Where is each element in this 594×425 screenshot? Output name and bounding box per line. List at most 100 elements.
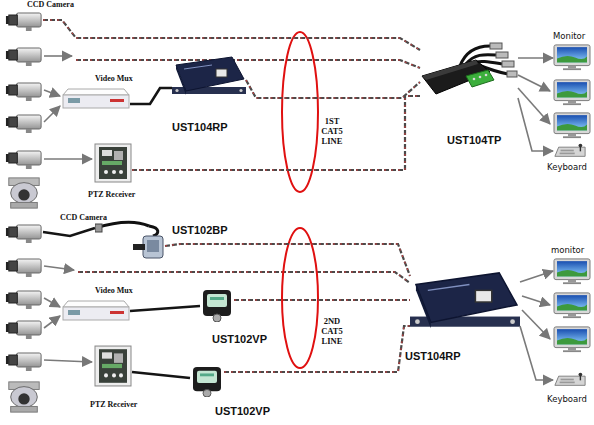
device-icon: [420, 42, 518, 102]
ccd-camera: [6, 115, 41, 133]
device-label: UST102BP: [172, 224, 228, 236]
device-label: PTZ Receiver: [88, 190, 135, 199]
signal-arrow: [44, 298, 60, 307]
signal-arrow: [44, 90, 60, 96]
connector-group: [130, 306, 200, 311]
device-label: UST104TP: [447, 134, 501, 146]
ccd-camera: [6, 83, 41, 101]
cat5-line: [224, 326, 410, 372]
signal-arrow: [44, 55, 72, 57]
monitor: Monitor: [553, 44, 591, 71]
device-icon: [62, 88, 130, 110]
video-balun: UST102VP: [200, 288, 234, 322]
monitor: monitor: [553, 258, 591, 285]
connector-group: [165, 244, 410, 276]
signal-arrow: [44, 106, 60, 122]
device-icon: [553, 143, 587, 158]
connector-group: [130, 88, 172, 104]
device-icon: [553, 44, 591, 71]
device-label: Monitor: [553, 31, 585, 41]
signal-arrow: [522, 296, 550, 305]
twisted-pair-red: [224, 326, 410, 372]
video-mux: Video Mux: [62, 88, 130, 110]
device-label: Keyboard: [547, 394, 587, 404]
device-icon: [94, 345, 132, 387]
device-icon: [200, 288, 234, 322]
device-label: Video Mux: [95, 74, 133, 83]
device-label: CCD Camera: [27, 0, 74, 9]
signal-arrow: [44, 158, 92, 160]
device-icon: [5, 10, 43, 32]
device-illustration: [410, 273, 520, 328]
device-icon: [190, 365, 224, 397]
device-label: UST102VP: [212, 333, 267, 345]
ptz-receiver: PTZ Receiver: [94, 143, 132, 183]
signal-arrow: [44, 316, 60, 328]
utp-transceiver: UST104TP: [420, 42, 518, 102]
device-label: PTZ Receiver: [90, 400, 137, 409]
utp-receiver: UST104RP: [172, 55, 246, 99]
device-illustration: [203, 290, 231, 322]
device-illustration: [6, 13, 41, 31]
twisted-pair-red: [165, 244, 410, 276]
connector-group: [518, 58, 553, 59]
balun: UST102BP: [95, 218, 165, 260]
device-illustration: [95, 222, 163, 258]
utp-receiver: UST104RP: [410, 270, 520, 334]
connector-group: [520, 271, 553, 282]
device-label: UST104RP: [405, 350, 461, 362]
device-illustration: [95, 346, 131, 386]
connector-group: [132, 96, 420, 170]
keyboard: Keyboard: [553, 372, 587, 387]
video-cable: [43, 228, 95, 236]
twisted-pair-red: [234, 300, 410, 301]
device-icon: [172, 55, 246, 99]
device-label: CCD Camera: [60, 213, 107, 222]
signal-arrow: [518, 98, 553, 151]
signal-arrow: [520, 326, 553, 380]
device-icon: [94, 143, 132, 183]
device-illustration: [95, 144, 131, 182]
twisted-pair-red: [78, 272, 410, 283]
device-icon: [95, 218, 165, 260]
twisted-pair-red: [76, 60, 420, 68]
keyboard: Keyboard: [553, 143, 587, 158]
connector-group: [132, 372, 190, 378]
twisted-pair: [78, 272, 410, 283]
device-icon: [553, 372, 587, 387]
twisted-pair: [76, 60, 420, 68]
monitor-icon: [554, 113, 590, 138]
ccd-camera: CCD Camera: [5, 222, 43, 244]
cat5-line: [43, 20, 420, 50]
signal-arrow: [522, 310, 550, 339]
cat5-line: [234, 299, 410, 301]
signal-arrow: [44, 266, 74, 270]
connector-group: [518, 98, 553, 151]
monitor-icon: [554, 293, 590, 318]
signal-arrow: [518, 88, 550, 124]
device-illustration: [554, 45, 590, 70]
device-illustration: [555, 144, 585, 157]
line-label: 2ND CAT5 LINE: [318, 316, 346, 346]
cat5-marker: [282, 32, 318, 192]
device-illustration: [6, 225, 41, 243]
video-balun: UST102VP: [190, 365, 224, 397]
device-icon: [62, 300, 130, 322]
connector-group: [43, 20, 420, 50]
cat5-line: [165, 244, 410, 276]
device-label: UST102VP: [215, 405, 270, 417]
device-label: Keyboard: [547, 162, 587, 172]
connector-group: [246, 80, 420, 98]
device-label: Video Mux: [95, 286, 133, 295]
twisted-pair-red: [132, 96, 420, 170]
dome-camera: [9, 178, 39, 208]
connector-group: [234, 300, 410, 301]
line-label: 1ST CAT5 LINE: [318, 116, 346, 146]
device-illustration: [172, 57, 246, 95]
monitor-icon: [554, 80, 590, 105]
ccd-camera: [6, 151, 41, 169]
device-illustration: [63, 301, 129, 320]
ccd-camera: [6, 259, 41, 277]
